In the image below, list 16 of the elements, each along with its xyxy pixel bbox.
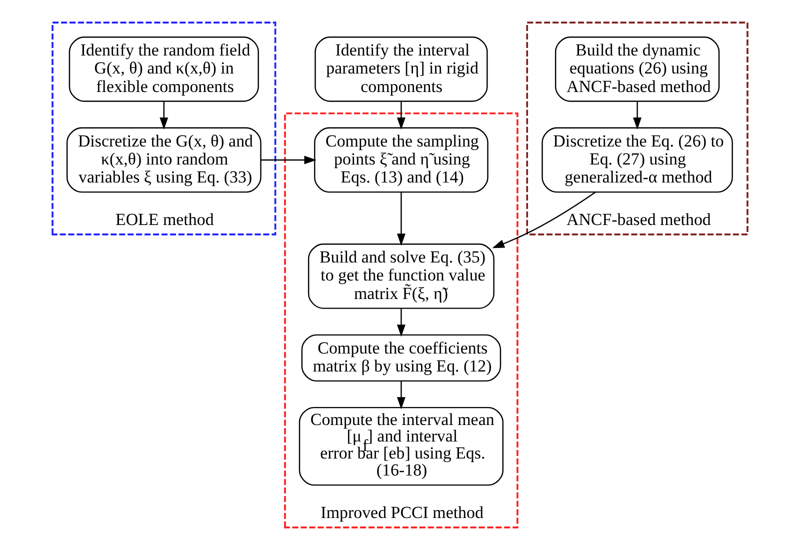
node-box: Build the dynamic equations (26) using ANCF-based method bbox=[554, 36, 720, 102]
arrow bbox=[396, 381, 406, 410]
node-box: Compute the sampling points ξ̃ and η̃ using Eqs. (13) and (14) bbox=[314, 127, 488, 193]
arrow bbox=[260, 156, 316, 164]
arrow bbox=[396, 308, 406, 337]
arrow bbox=[492, 192, 596, 248]
arrow bbox=[396, 101, 406, 130]
node-box: Identify the interval parameters [η] in rigid components bbox=[314, 36, 488, 102]
node-box: Build and solve Eq. (35) to get the function value matrix F̃(ξ, η̃) bbox=[308, 244, 494, 309]
node-box: Discretize the Eq. (26) to Eq. (27) using generalized-α method bbox=[542, 127, 733, 193]
arrow bbox=[160, 101, 168, 130]
node-box: Identify the random field G(x, θ) and κ(x,θ) in flexible components bbox=[68, 36, 259, 102]
arrow bbox=[633, 101, 642, 130]
arrow bbox=[396, 192, 406, 246]
node-box: Discretize the G(x, θ) and κ(x,θ) into random variables ξ using Eq. (33) bbox=[66, 127, 262, 193]
node-box: Compute the coefficients matrix β by using Eq. (12) bbox=[301, 334, 502, 382]
